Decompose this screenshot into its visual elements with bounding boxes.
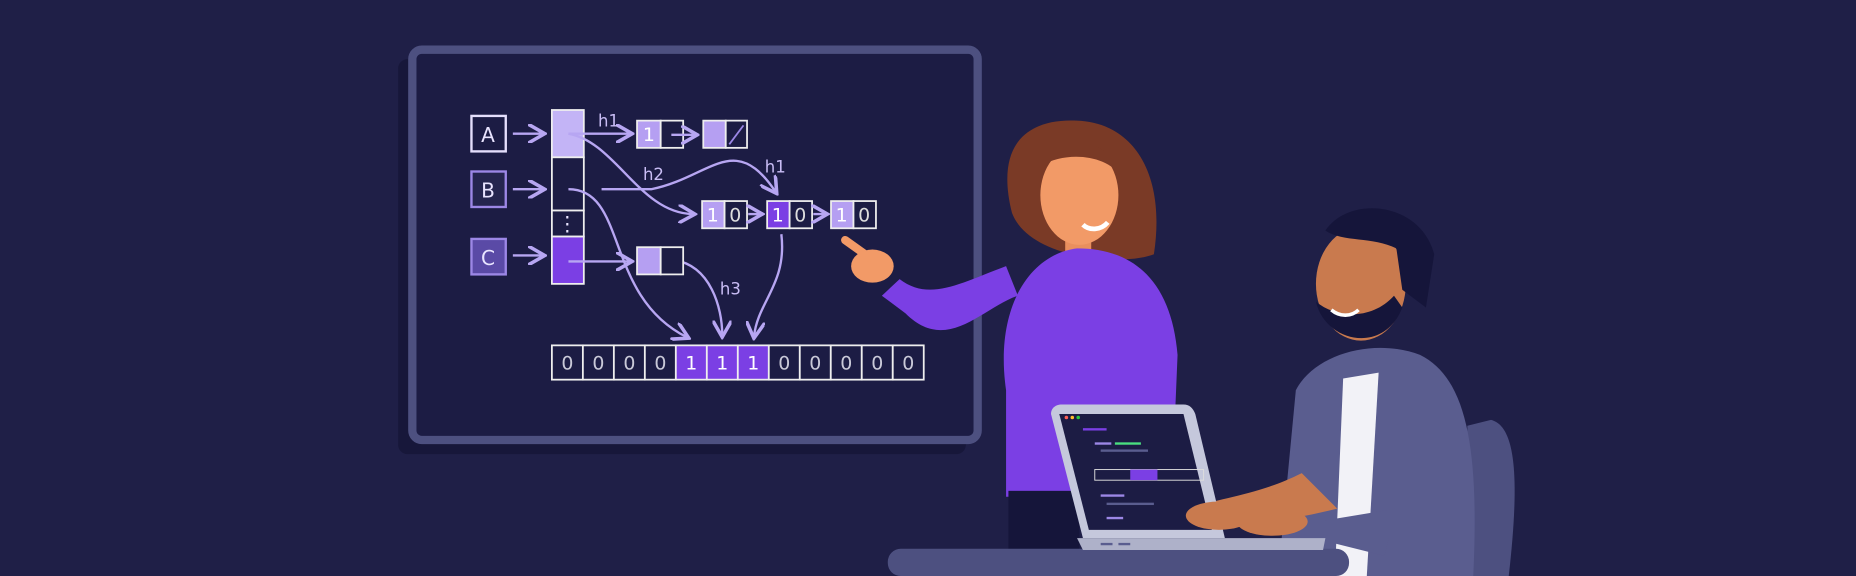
svg-text:h2: h2: [643, 165, 664, 184]
bit-cell: 0: [798, 344, 832, 381]
bit-cell: 0: [581, 344, 615, 381]
ellipsis: ⋮: [557, 212, 577, 236]
svg-text:0: 0: [809, 353, 821, 375]
svg-text:1: 1: [836, 204, 848, 226]
bit-cell: 0: [829, 344, 863, 381]
chain-node: 1 0: [701, 200, 748, 230]
chain-node: 1 0: [766, 200, 813, 230]
bit-cell: 0: [643, 344, 677, 381]
svg-text:0: 0: [623, 353, 635, 375]
svg-text:0: 0: [840, 353, 852, 375]
bit-cell: 0: [891, 344, 925, 381]
svg-text:0: 0: [858, 204, 870, 226]
svg-text:A: A: [481, 123, 495, 147]
svg-text:1: 1: [643, 124, 655, 146]
svg-text:1: 1: [772, 204, 784, 226]
chain-node: 1 0: [830, 200, 877, 230]
chain-node: [636, 246, 685, 276]
svg-text:0: 0: [778, 353, 790, 375]
bit-cell: 0: [860, 344, 894, 381]
svg-text:h3: h3: [720, 280, 741, 299]
laptop: [1051, 404, 1326, 550]
svg-text:0: 0: [729, 204, 741, 226]
svg-text:0: 0: [654, 353, 666, 375]
man-hands: [1185, 501, 1308, 536]
svg-text:C: C: [481, 246, 495, 270]
bit-cell: 0: [612, 344, 646, 381]
key-c: C: [470, 237, 507, 276]
svg-text:h1: h1: [765, 158, 786, 177]
hash-diagram: A B C ⋮ h1 1: [470, 109, 925, 381]
bit-cell: 1: [705, 344, 739, 381]
bit-cell: 0: [767, 344, 801, 381]
man-developer: [1183, 208, 1515, 576]
desk: [887, 548, 1350, 576]
bit-cell: 0: [550, 344, 584, 381]
svg-text:0: 0: [592, 353, 604, 375]
bit-cell: 1: [736, 344, 770, 381]
svg-text:1: 1: [685, 353, 697, 375]
chain-node-null: [702, 119, 748, 149]
key-a: A: [470, 114, 507, 153]
svg-text:0: 0: [902, 353, 914, 375]
key-b: B: [470, 170, 507, 209]
svg-text:0: 0: [871, 353, 883, 375]
svg-text:1: 1: [707, 204, 719, 226]
svg-text:h1: h1: [598, 112, 619, 131]
svg-text:0: 0: [561, 353, 573, 375]
svg-text:0: 0: [794, 204, 806, 226]
svg-text:B: B: [481, 178, 495, 202]
bit-cell: 1: [674, 344, 708, 381]
svg-text:1: 1: [747, 353, 759, 375]
svg-text:1: 1: [716, 353, 728, 375]
